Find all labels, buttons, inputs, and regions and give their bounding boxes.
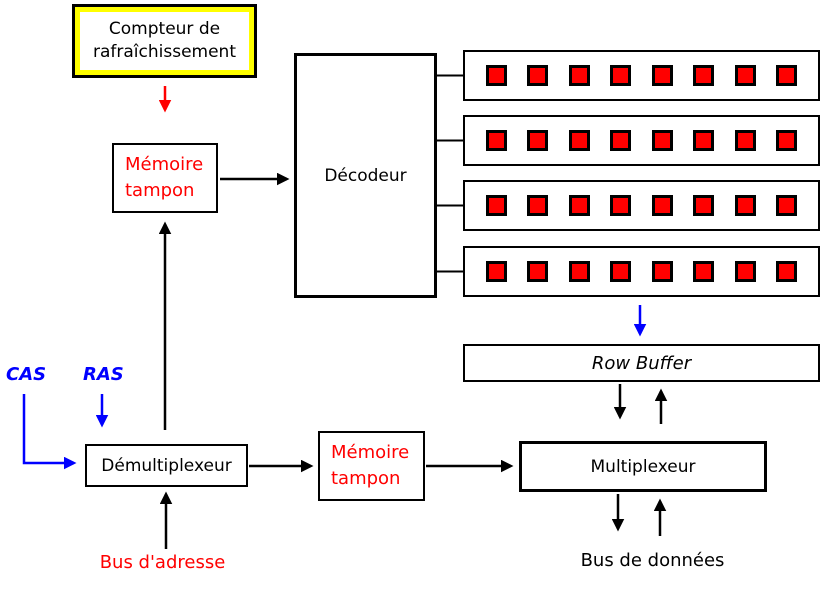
memory-cell	[568, 195, 590, 216]
memory-cell	[527, 195, 549, 216]
demultiplexer-box: Démultiplexeur	[85, 444, 248, 487]
memory-cell	[527, 65, 549, 86]
ras-signal-label: RAS	[83, 364, 124, 385]
memory-cell	[651, 65, 673, 86]
memory-cell	[568, 130, 590, 151]
memory-row	[463, 50, 820, 101]
memory-cell	[651, 130, 673, 151]
memory-cell	[776, 65, 798, 86]
multiplexer-box: Multiplexeur	[519, 441, 767, 492]
cas-signal-label: CAS	[6, 364, 47, 385]
memory-cell	[485, 195, 507, 216]
memory-cell	[568, 261, 590, 282]
memory-cell	[776, 261, 798, 282]
decoder-box: Décodeur	[294, 53, 437, 298]
memory-cell	[527, 261, 549, 282]
row-address-buffer-box: Mémoire tampon	[112, 143, 218, 213]
memory-row	[463, 115, 820, 166]
data-bus-label: Bus de données	[580, 550, 725, 571]
decoder-label: Décodeur	[324, 165, 407, 186]
memory-cell	[651, 261, 673, 282]
memory-cell	[485, 65, 507, 86]
memory-cell	[734, 195, 756, 216]
memory-cell	[651, 195, 673, 216]
memory-cell	[610, 130, 632, 151]
memory-cell	[693, 65, 715, 86]
memory-cell	[610, 65, 632, 86]
memory-cell	[734, 65, 756, 86]
memory-cell	[693, 130, 715, 151]
memory-cell	[734, 261, 756, 282]
memory-cell	[610, 195, 632, 216]
memory-cell	[527, 130, 549, 151]
arrow-cas-to-demux	[22, 394, 77, 470]
multiplexer-label: Multiplexeur	[590, 456, 696, 477]
refresh-counter-label: Compteur de rafraîchissement	[93, 19, 236, 62]
memory-cell	[693, 261, 715, 282]
memory-cell	[734, 130, 756, 151]
demultiplexer-label: Démultiplexeur	[101, 455, 232, 476]
row-address-buffer-label: Mémoire tampon	[125, 154, 204, 201]
refresh-counter-box: Compteur de rafraîchissement	[72, 4, 257, 78]
address-bus-label: Bus d'adresse	[99, 552, 226, 573]
row-buffer-box: Row Buffer	[463, 344, 820, 382]
refresh-counter-highlight: Compteur de rafraîchissement	[75, 7, 254, 75]
memory-cell	[693, 195, 715, 216]
memory-cell	[485, 130, 507, 151]
memory-cell	[485, 261, 507, 282]
memory-row	[463, 246, 820, 297]
column-address-buffer-label: Mémoire tampon	[331, 442, 410, 489]
memory-cell	[568, 65, 590, 86]
memory-cell	[776, 195, 798, 216]
memory-cell	[610, 261, 632, 282]
row-buffer-label: Row Buffer	[591, 352, 692, 374]
memory-row	[463, 180, 820, 231]
column-address-buffer-box: Mémoire tampon	[318, 431, 425, 501]
memory-cell	[776, 130, 798, 151]
